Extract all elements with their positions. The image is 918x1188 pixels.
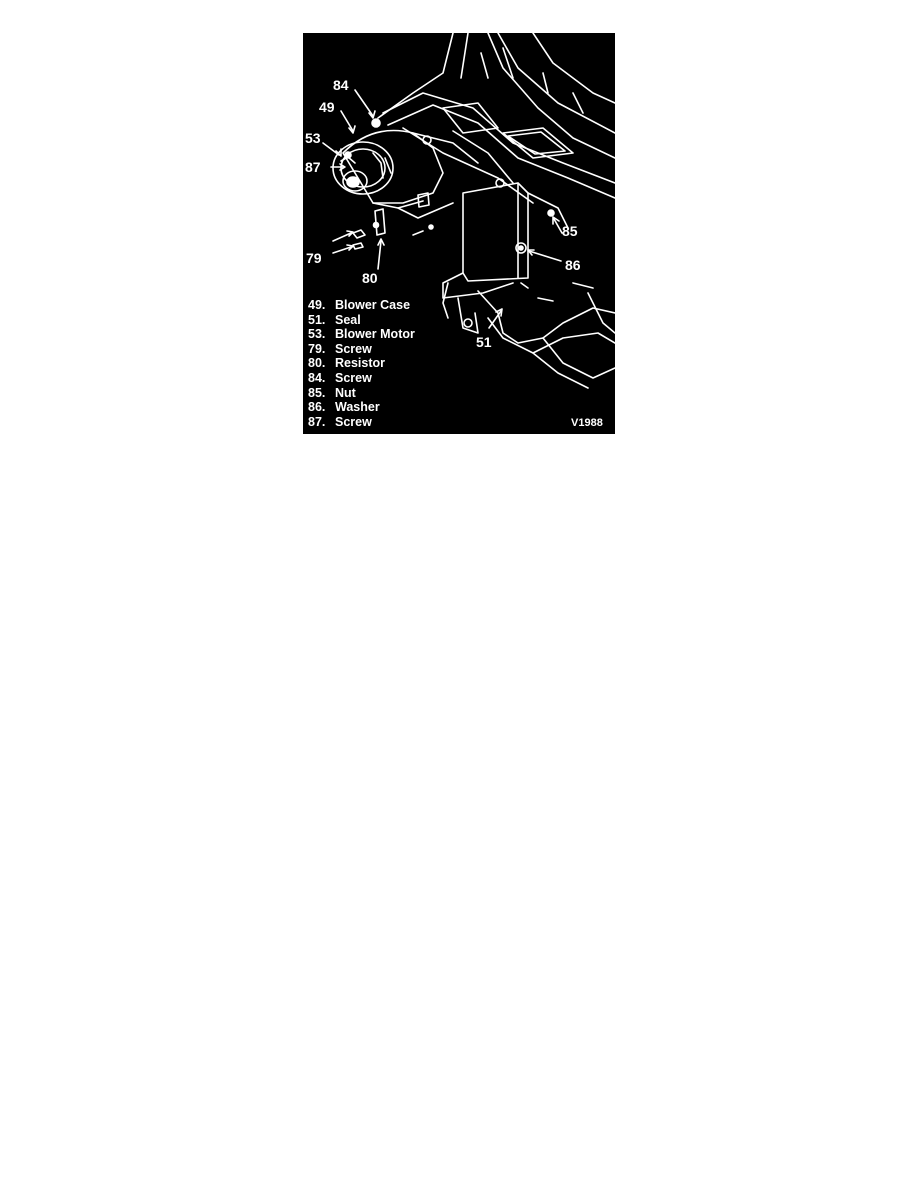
lower-duct (442, 282, 615, 389)
legend-item: 51. Seal (308, 313, 415, 328)
heater-box (442, 182, 569, 302)
legend-number: 80. (308, 356, 326, 371)
legend-number: 49. (308, 298, 326, 312)
legend-item: 49. Blower Case (308, 298, 415, 313)
legend-item: 84. Screw (308, 371, 415, 386)
legend-label: Seal (335, 312, 361, 327)
legend-label: Screw (335, 414, 372, 429)
fasteners (371, 118, 555, 254)
legend-number: 51. (308, 312, 326, 327)
legend-number: 79. (308, 341, 326, 356)
legend-item: 80. Resistor (308, 356, 415, 371)
parts-legend: 49. Blower Case 51. Seal 53. Blower Motor 7… (308, 298, 415, 429)
callout-87: 87 (305, 159, 321, 175)
leader-lines (322, 89, 563, 329)
legend-number: 84. (308, 370, 326, 385)
legend-label: Resistor (335, 356, 386, 371)
callout-85: 85 (562, 223, 578, 239)
callout-49: 49 (319, 99, 335, 115)
figure-id: V1988 (571, 417, 603, 429)
callout-79: 79 (306, 250, 322, 266)
callout-84: 84 (333, 77, 349, 93)
legend-item: 85. Nut (308, 386, 415, 401)
callout-51: 51 (476, 334, 492, 350)
blower-assembly-figure: 84 49 53 87 79 80 85 86 51 49. Blower Cas… (303, 33, 615, 434)
legend-number: 85. (308, 385, 326, 400)
legend-label: Washer (335, 400, 380, 415)
legend-item: 79. Screw (308, 342, 415, 357)
blower-assembly-drawing (322, 33, 615, 389)
legend-label: Nut (335, 385, 356, 400)
callout-53: 53 (305, 130, 321, 146)
legend-label: Blower Case (335, 298, 411, 312)
callout-80: 80 (362, 270, 378, 286)
legend-label: Blower Motor (335, 327, 415, 342)
legend-item: 87. Screw (308, 415, 415, 430)
legend-label: Screw (335, 370, 372, 385)
upper-duct (377, 33, 615, 204)
callout-86: 86 (565, 257, 581, 273)
legend-number: 53. (308, 327, 326, 342)
legend-item: 53. Blower Motor (308, 327, 415, 342)
resistor-parts (352, 192, 434, 250)
legend-number: 86. (308, 400, 326, 415)
legend-number: 87. (308, 414, 326, 429)
legend-item: 86. Washer (308, 400, 415, 415)
legend-label: Screw (335, 341, 372, 356)
blower-motor (332, 141, 394, 195)
